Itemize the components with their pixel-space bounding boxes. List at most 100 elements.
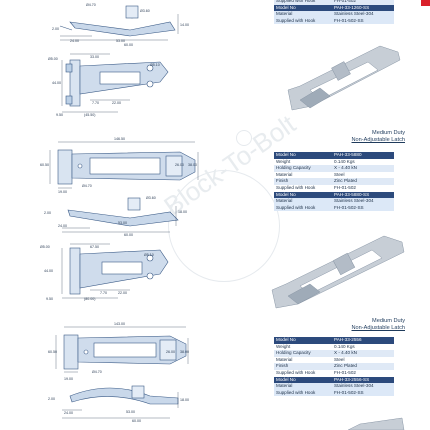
spec-key: Model No <box>274 376 332 384</box>
dim-label: 24.00 <box>58 224 67 228</box>
dim-label: 19.00 <box>58 190 67 194</box>
corner-tab <box>421 0 430 6</box>
spec-key: Supplied with Hook <box>274 389 332 397</box>
spec-value: Zinc Plated <box>332 178 394 185</box>
dim-label: 2.00 <box>44 211 51 215</box>
dim-label: 53.00 <box>118 221 127 225</box>
dim-label: 143.00 <box>114 322 125 326</box>
dim-label: 9.50 <box>46 297 53 301</box>
dim-label: 26.00 <box>166 350 175 354</box>
spec-key: Finish <box>274 178 332 185</box>
section-2-title: Medium Duty <box>372 318 405 324</box>
dim-label: 18.00 <box>178 210 187 214</box>
dim-label: Ø5.10 <box>150 63 160 67</box>
spec-value: PAH-33-1260-SS <box>332 4 394 12</box>
spec-key: Weight <box>274 343 332 351</box>
spec-value: Stainless Steel-304 <box>332 198 394 205</box>
spec-key: Model No <box>274 191 332 199</box>
dim-label: 60.50 <box>48 350 57 354</box>
dim-label: 38.00 <box>180 350 189 354</box>
spec-value: FH-01-502-SS <box>332 17 394 25</box>
dim-label: 18.00 <box>180 398 189 402</box>
drawing-3-side-view <box>69 385 179 405</box>
spec-value: Zinc Plated <box>332 363 394 370</box>
dim-label: 33.00 <box>90 55 99 59</box>
spec-value: Stainless Steel-304 <box>332 11 394 18</box>
spec-key: Supplied with Hook <box>274 17 332 25</box>
drawing-1-side-view <box>59 5 176 37</box>
dim-label: Ø5.00 <box>48 57 58 61</box>
spec-value: PAH-33-5880-SS <box>332 191 394 199</box>
dim-label: 26.00 <box>175 163 184 167</box>
dim-label: 60.00 <box>124 233 133 237</box>
dim-label: 22.00 <box>112 101 121 105</box>
dim-label: 67.50 <box>90 245 99 249</box>
spec-key: Model No <box>274 4 332 12</box>
spec-value: FH-01-502 <box>332 369 394 377</box>
spec-value: 0.140 Kgs <box>332 158 394 166</box>
section-1-heading: Medium Duty Non-Adjustable Latch <box>265 130 406 144</box>
dim-label: 7.70 <box>100 291 107 295</box>
spec-value: PAH-33-2556-SS <box>332 376 394 384</box>
spec-value: FH-01-502-SS <box>332 389 394 397</box>
product-image-1 <box>287 45 401 111</box>
section-1-title: Medium Duty <box>372 130 405 136</box>
drawing-2-top-view <box>69 247 169 295</box>
dim-label: (45.50) <box>84 113 95 117</box>
spec-key: Model No <box>274 337 332 344</box>
spec-key: Material <box>274 383 332 390</box>
spec-value: Steel <box>332 171 394 179</box>
dim-label: 7.70 <box>92 101 99 105</box>
spec-key: Finish <box>274 363 332 370</box>
drawing-2-side-view <box>67 197 179 227</box>
product-image-2 <box>271 235 405 309</box>
spec-key: Weight <box>274 158 332 166</box>
spec-value: FH-01-502 <box>332 0 394 5</box>
spec-value: Stainless Steel-304 <box>332 383 394 390</box>
drawing-1-top-view <box>65 59 169 107</box>
spec-key: Material <box>274 11 332 18</box>
spec-key: Supplied with Hook <box>274 369 332 377</box>
spec-value: 0.140 Kgs <box>332 343 394 351</box>
spec-value: X - 4.40 kN <box>332 165 394 172</box>
dim-label: 22.00 <box>118 291 127 295</box>
section-1-subtitle: Non-Adjustable Latch <box>351 137 406 143</box>
spec-key: Material <box>274 171 332 179</box>
spec-value: X - 4.40 kN <box>332 350 394 357</box>
section-2-heading: Medium Duty Non-Adjustable Latch <box>265 318 406 332</box>
dim-label: 60.00 <box>124 43 133 47</box>
dim-label: 44.00 <box>52 81 61 85</box>
spec-value: PAH-33-2556 <box>332 337 394 344</box>
spec-key: Supplied with Hook <box>274 204 332 212</box>
dim-label: 38.00 <box>188 163 197 167</box>
dim-label: Ø3.60 <box>140 9 150 13</box>
dim-label: Ø5.10 <box>144 253 154 257</box>
spec-value: FH-01-502-SS <box>332 204 394 212</box>
dim-label: 44.00 <box>44 269 53 273</box>
spec-key: Supplied with Hook <box>274 0 332 5</box>
dim-label: 9.50 <box>56 113 63 117</box>
dim-label: 60.00 <box>132 419 141 423</box>
spec-key: Model No <box>274 152 332 159</box>
watermark-ring-large <box>168 170 280 282</box>
